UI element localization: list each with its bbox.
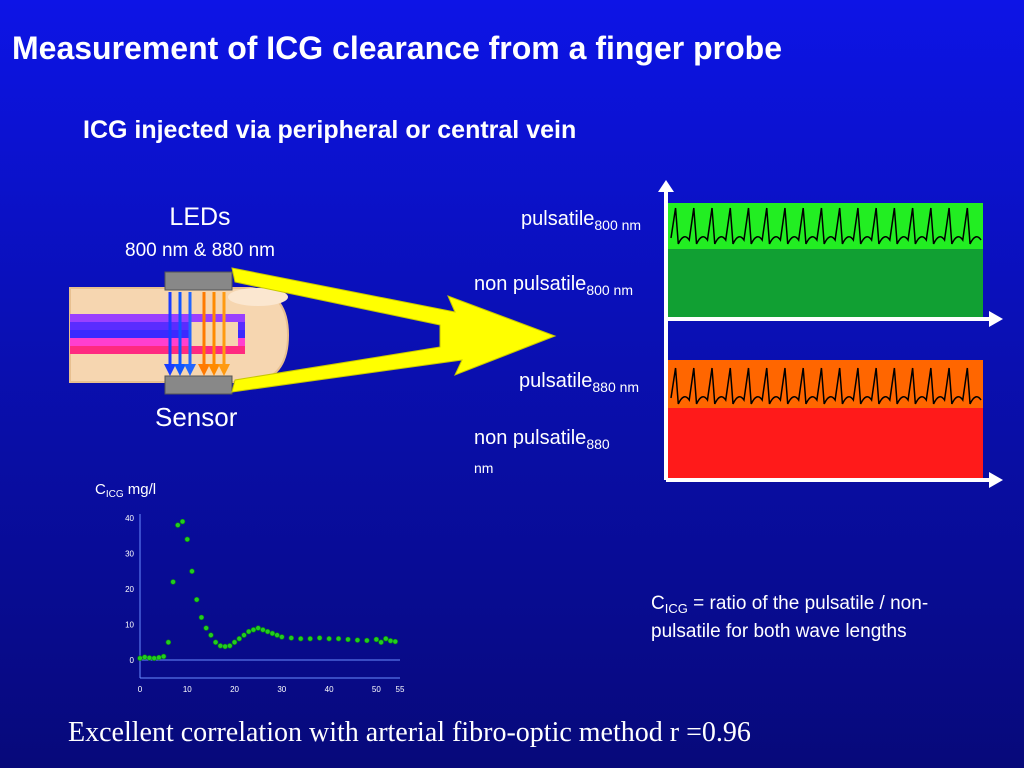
icg-clearance-chart: 0 10 20 30 40 0 10 20 30 40 50 55	[125, 514, 405, 694]
band-non-pulsatile-880	[668, 408, 983, 478]
chart-point	[165, 639, 172, 645]
chart-point	[179, 518, 186, 525]
chart-y-tick: 30	[125, 550, 134, 559]
finger-probe-diagram	[69, 267, 557, 395]
chart-point	[373, 636, 380, 643]
chart-x-tick: 30	[277, 685, 286, 694]
label-non-pulsatile-800: non pulsatile800 nm	[474, 273, 634, 298]
tissue-layer	[70, 346, 245, 354]
chart-point	[392, 638, 398, 645]
tissue-layer	[70, 338, 245, 346]
chart-point	[146, 655, 153, 661]
footer-statement: Excellent correlation with arterial fibr…	[68, 717, 751, 748]
chart-point	[269, 630, 276, 637]
chart-point	[307, 636, 313, 642]
leds-wavelengths: 800 nm & 880 nm	[125, 240, 275, 261]
chart-point	[194, 596, 200, 603]
light-rays	[164, 292, 230, 376]
chart-point	[175, 522, 181, 528]
pulse-waveform-880	[670, 367, 982, 405]
chart-point	[378, 639, 384, 645]
chart-point	[222, 643, 228, 650]
band-non-pulsatile-800	[668, 249, 983, 318]
chart-x-tick: 50	[372, 685, 381, 694]
pulse-waveform-800	[670, 207, 982, 245]
label-pulsatile-800: pulsatile800 nm	[521, 208, 642, 233]
chart-y-tick: 40	[125, 514, 134, 523]
chart-point	[189, 568, 195, 574]
chart-point	[364, 637, 370, 644]
chart-point	[279, 634, 285, 640]
chart-point	[170, 579, 176, 585]
chart-point	[236, 636, 242, 642]
chart-point	[387, 638, 394, 644]
chart-point	[212, 639, 219, 645]
chart-point	[383, 636, 389, 642]
chart-x-tick: 40	[325, 685, 334, 694]
slide-subtitle: ICG injected via peripheral or central v…	[83, 116, 577, 144]
led-block	[164, 271, 233, 291]
leds-label: LEDs	[169, 203, 231, 231]
chart-y-tick: 20	[125, 585, 134, 594]
sensor-label: Sensor	[155, 402, 238, 432]
chart-point	[274, 632, 280, 638]
strip-axes	[658, 180, 1003, 488]
chart-x-tick: 0	[138, 685, 143, 694]
signal-strips	[658, 180, 1003, 488]
chart-point	[160, 653, 167, 660]
chart-point	[184, 536, 190, 542]
chart-point	[335, 636, 342, 642]
chart-y-tick: 0	[130, 656, 135, 665]
chart-point	[345, 636, 351, 643]
tissue-layer	[70, 330, 245, 338]
label-pulsatile-880: pulsatile880 nm	[519, 370, 640, 395]
sensor-block	[164, 375, 233, 395]
chart-point	[264, 628, 271, 635]
chart-point	[231, 639, 238, 645]
fingernail	[228, 288, 288, 306]
ratio-note: CICG = ratio of the pulsatile / non-puls…	[651, 593, 929, 642]
chart-point	[137, 655, 143, 661]
chart-point	[198, 614, 205, 621]
chart-ylabel: CICG mg/l	[95, 481, 157, 500]
tissue-layer	[70, 322, 245, 330]
chart-x-tick: 10	[183, 685, 192, 694]
chart-x-tick: 20	[230, 685, 239, 694]
chart-point	[260, 627, 266, 633]
chart-point	[151, 655, 157, 661]
chart-point	[298, 636, 304, 642]
chart-point	[227, 643, 233, 649]
chart-point	[288, 635, 294, 641]
slide-title: Measurement of ICG clearance from a fing…	[12, 30, 782, 66]
chart-point	[255, 625, 261, 631]
chart-point	[316, 635, 323, 641]
signal-arrow	[231, 267, 557, 393]
chart-x-tick: 55	[396, 685, 405, 694]
chart-point	[208, 632, 214, 638]
chart-point	[142, 654, 148, 660]
label-non-pulsatile-880: non pulsatile880	[474, 427, 610, 452]
chart-point	[156, 654, 162, 661]
chart-point	[203, 625, 209, 631]
chart-point	[250, 627, 257, 633]
chart-point	[241, 632, 247, 638]
chart-point	[217, 643, 224, 649]
chart-point	[354, 637, 361, 643]
tissue-layer	[70, 314, 245, 322]
chart-point	[326, 636, 332, 642]
chart-y-tick: 10	[125, 621, 134, 630]
chart-point	[246, 628, 252, 635]
label-non-pulsatile-880-unit: nm	[474, 460, 494, 476]
